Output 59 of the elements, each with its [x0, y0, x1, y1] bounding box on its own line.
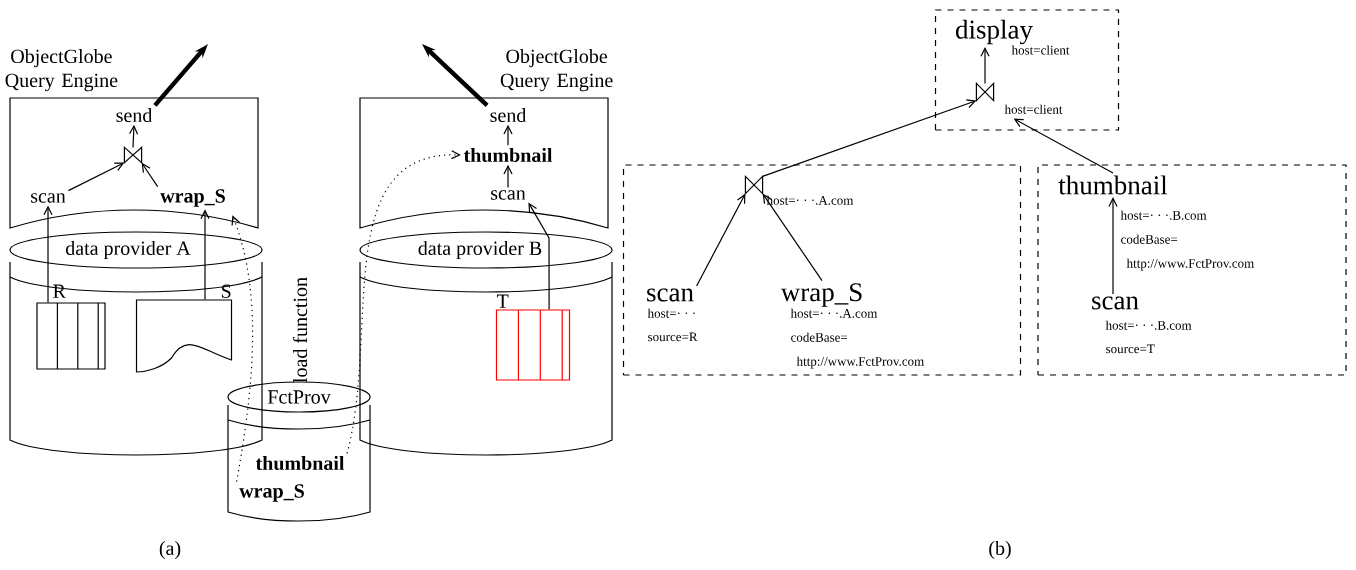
arrow — [231, 215, 254, 483]
annotation-text: host=· · · — [647, 308, 695, 318]
panel-caption: (a) — [159, 540, 181, 560]
rotated-label: load function — [292, 277, 308, 383]
operator-label: scan — [1092, 296, 1139, 310]
operator-label: wrap_S — [780, 283, 862, 307]
operator-label: scan — [647, 288, 694, 302]
host-box — [1037, 164, 1347, 376]
operator-label: scan — [491, 190, 526, 200]
arrow — [528, 202, 550, 310]
arrow — [346, 150, 461, 454]
arrow — [129, 124, 139, 148]
arrow — [1108, 197, 1118, 295]
arrow — [141, 162, 159, 188]
arrow — [1013, 118, 1114, 174]
annotation-text: source=R — [648, 332, 698, 342]
annotation-text: host=· · ·.A.com — [790, 308, 878, 318]
annotation-text: http://www.FctProv.com — [796, 356, 924, 369]
annotation-text: host=· · ·.B.com — [1120, 210, 1207, 220]
annotation-text: http://www.FctProv.com — [1126, 258, 1254, 271]
edge-label: host=client — [1010, 44, 1071, 56]
panel-caption: (b) — [989, 540, 1011, 560]
operator-label: thumbnail — [1058, 175, 1168, 195]
operator-label: send — [490, 107, 527, 123]
operator-label: wrap_S — [239, 484, 304, 502]
annotation-text: codeBase= — [791, 332, 848, 342]
table-icon — [36, 302, 106, 370]
annotation-text: host=client — [1004, 104, 1063, 114]
table-icon — [495, 309, 571, 381]
node-label: ObjectGlobe Query Engine — [500, 49, 613, 92]
join-symbol — [123, 146, 143, 164]
arrow — [762, 193, 823, 282]
operator-label: send — [116, 107, 153, 123]
annotation-text: source=T — [1106, 344, 1155, 354]
arrow — [696, 193, 746, 287]
arrow — [43, 205, 53, 303]
arrow — [67, 162, 125, 192]
annotation-text: S — [221, 284, 231, 299]
host-box — [934, 9, 1120, 131]
annotation-text: host=· · ·.A.com — [766, 195, 854, 205]
operator-label: thumbnail — [463, 147, 553, 163]
annotation-text: host=· · ·.B.com — [1105, 320, 1192, 330]
arrow — [762, 99, 977, 177]
annotation-text: codeBase= — [1121, 234, 1178, 244]
operator-label: wrap_S — [160, 189, 225, 207]
arrow — [503, 124, 513, 146]
operator-label: scan — [31, 193, 66, 203]
operator-label: display — [956, 19, 1033, 45]
document-icon — [135, 299, 233, 373]
join-symbol — [975, 81, 995, 103]
join-symbol — [744, 174, 764, 196]
node-label: ObjectGlobe Query Engine — [5, 49, 118, 92]
operator-label: thumbnail — [255, 455, 345, 471]
arrow — [200, 209, 210, 300]
annotation-text: R — [53, 284, 66, 298]
arrow — [980, 46, 990, 84]
annotation-text: T — [497, 294, 509, 308]
arrow — [503, 164, 513, 189]
host-box — [622, 164, 1022, 376]
